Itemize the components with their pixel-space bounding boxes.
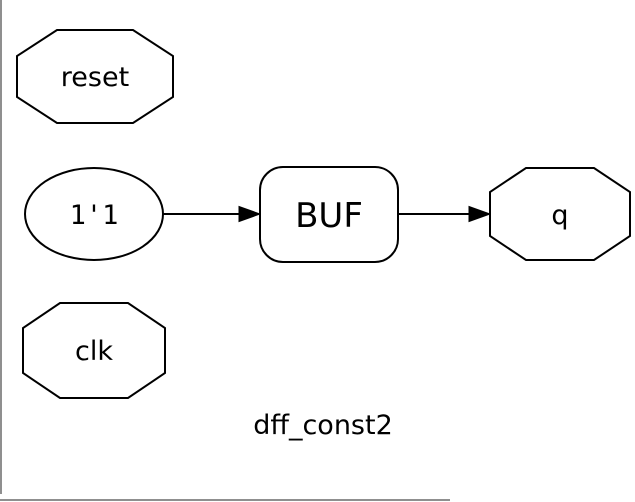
clk-port-octagon [22, 302, 166, 399]
canvas-bottom-border [0, 499, 450, 501]
canvas-left-border [0, 0, 2, 494]
arrowhead-buf-to-q [468, 205, 492, 223]
reset-port-label: reset [61, 62, 129, 93]
arrowhead-const-to-buf [238, 205, 262, 223]
q-port-octagon [489, 167, 631, 261]
module-title: dff_const2 [253, 410, 393, 441]
buf-cell-label: BUF [295, 196, 363, 236]
clk-port-label: clk [75, 336, 113, 367]
q-port-label: q [551, 200, 568, 231]
reset-port-octagon [16, 29, 174, 124]
const-driver-label: 1'1 [70, 200, 119, 231]
